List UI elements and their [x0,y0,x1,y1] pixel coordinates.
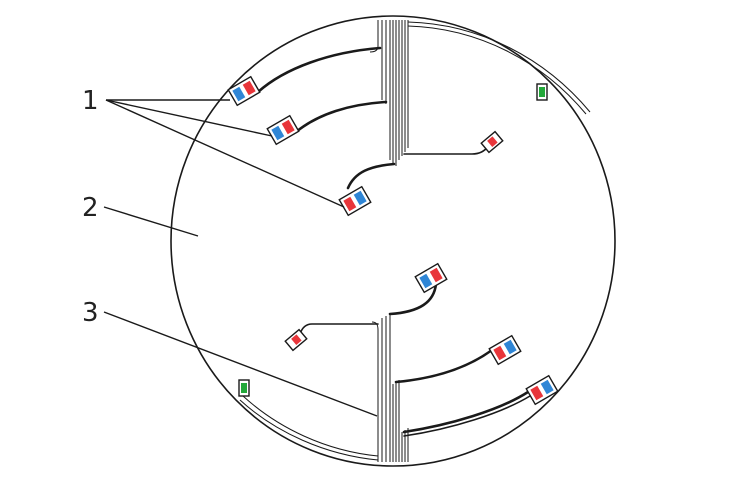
dual-color-connector-icon [488,334,522,366]
dual-color-connector-icon [227,75,261,107]
top-cable-bundle [369,20,409,166]
bottom-cable-bundle [371,314,409,462]
top-right-border-arc [407,21,591,113]
branch-to-connector-f [402,390,530,434]
dual-color-connector-icon [414,262,448,294]
branch-to-connector-f-2 [403,395,531,437]
green-led-icon [536,83,548,101]
red-connector-icon [480,130,504,154]
leader-line-1b [105,99,273,137]
dual-color-connector-icon [266,114,300,146]
leader-line-2 [103,206,199,237]
bottom-left-border-arc-2 [242,395,379,457]
red-connector-icon [284,328,308,352]
callout-label-1: 1 [82,86,99,116]
callout-label-3: 3 [82,298,99,328]
dual-color-connector-icon [338,185,372,217]
housing-circle [170,15,616,467]
leader-line-3 [103,311,378,417]
branch-to-connector-c [346,162,396,190]
branch-to-connector-d [388,282,438,316]
callout-label-2: 2 [82,193,99,223]
bottom-left-border-arc [239,399,379,461]
branch-to-red-connector-top [403,146,489,155]
leader-line-1c [105,99,345,208]
branch-to-connector-a [256,46,382,94]
green-led-icon [238,379,250,397]
dual-color-connector-icon [525,374,559,406]
branch-to-connector-b [294,100,388,134]
branch-to-connector-e [394,348,494,384]
top-right-border-arc-2 [407,25,587,115]
branch-to-red-connector-bottom [299,323,379,335]
